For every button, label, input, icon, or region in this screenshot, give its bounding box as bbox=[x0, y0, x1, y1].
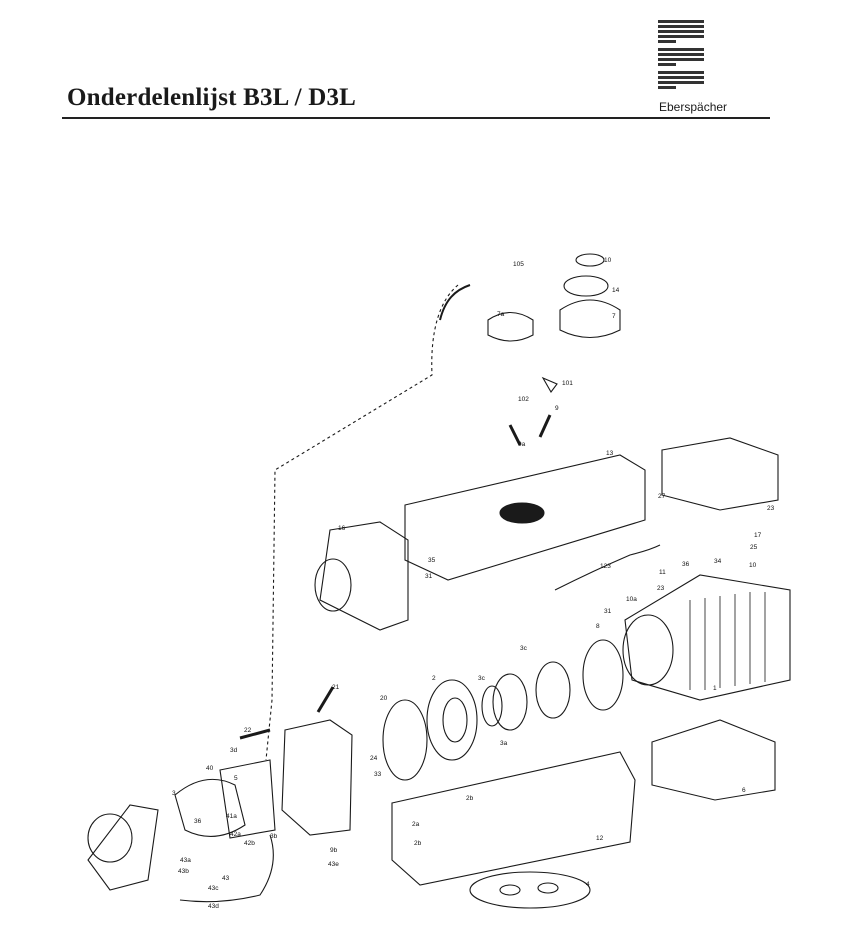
part-label: 43b bbox=[178, 868, 189, 875]
logo-bars-icon bbox=[658, 20, 704, 89]
part-label: 3a bbox=[500, 740, 508, 747]
part-label: 2 bbox=[432, 675, 436, 682]
part-label: 123 bbox=[600, 563, 611, 570]
part-label: 1 bbox=[713, 685, 717, 692]
part-label: 20 bbox=[380, 695, 388, 702]
part-label: 24 bbox=[370, 755, 378, 762]
part-label: 17 bbox=[754, 532, 762, 539]
part-label: 43 bbox=[222, 875, 230, 882]
part-label: 5 bbox=[234, 775, 238, 782]
part-label: 43a bbox=[180, 857, 191, 864]
part-label: 43c bbox=[208, 885, 219, 892]
part-label: 105 bbox=[513, 261, 524, 268]
part-label: 34 bbox=[714, 558, 722, 565]
part-label: 21 bbox=[332, 684, 340, 691]
part-label: 10 bbox=[749, 562, 757, 569]
part-label: 7a bbox=[497, 311, 505, 318]
header-rule bbox=[62, 117, 770, 119]
part-label: 35 bbox=[428, 557, 436, 564]
part-label: 36 bbox=[682, 561, 690, 568]
part-label: 3c bbox=[520, 645, 528, 652]
part-label: 3c bbox=[478, 675, 486, 682]
part-label: 9 bbox=[555, 405, 559, 412]
part-label: 13 bbox=[606, 450, 614, 457]
part-label: 9a bbox=[518, 441, 526, 448]
part-label: 43e bbox=[328, 861, 339, 868]
part-label: 23 bbox=[767, 505, 775, 512]
part-label: 14 bbox=[612, 287, 620, 294]
part-label: 10a bbox=[626, 596, 637, 603]
part-label: 4 bbox=[586, 881, 590, 888]
part-label: 3b bbox=[270, 833, 278, 840]
part-label: 9b bbox=[330, 847, 338, 854]
part-label: 3 bbox=[172, 790, 176, 797]
part-label: 6 bbox=[742, 787, 746, 794]
part-label: 27 bbox=[658, 493, 666, 500]
part-label: 2a bbox=[412, 821, 420, 828]
part-label: 16 bbox=[338, 525, 346, 532]
part-label: 42a bbox=[230, 831, 241, 838]
part-label: 31 bbox=[604, 608, 612, 615]
part-label: 10 bbox=[604, 257, 612, 264]
part-label: 8 bbox=[596, 623, 600, 630]
part-label: 12 bbox=[596, 835, 604, 842]
eberspacher-logo: Eberspächer bbox=[654, 18, 772, 118]
part-label: 23 bbox=[657, 585, 665, 592]
part-label: 101 bbox=[562, 380, 573, 387]
part-label: 2b bbox=[466, 795, 474, 802]
logo-text: Eberspächer bbox=[659, 100, 728, 114]
part-label: 41a bbox=[226, 813, 237, 820]
part-label: 3d bbox=[230, 747, 238, 754]
part-label: 42b bbox=[244, 840, 255, 847]
page-title: Onderdelenlijst B3L / D3L bbox=[67, 84, 357, 111]
part-label: 33 bbox=[374, 771, 382, 778]
part-label: 11 bbox=[659, 569, 666, 576]
part-label: 102 bbox=[518, 396, 529, 403]
part-label: 40 bbox=[206, 765, 214, 772]
part-label: 22 bbox=[244, 727, 252, 734]
part-label: 43d bbox=[208, 903, 219, 910]
part-label: 7 bbox=[612, 313, 616, 320]
part-label: 31 bbox=[425, 573, 433, 580]
part-label: 2b bbox=[414, 840, 422, 847]
part-label: 25 bbox=[750, 544, 758, 551]
part-label: 36 bbox=[194, 818, 202, 825]
